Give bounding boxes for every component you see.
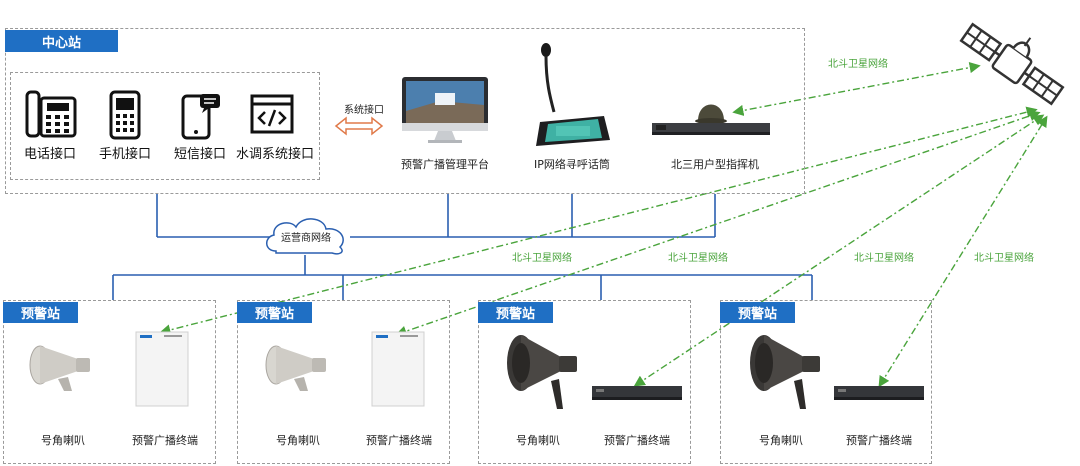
- paging-microphone-icon: [532, 42, 612, 150]
- warning-station-3: [478, 300, 691, 464]
- station-title-1: 预警站: [3, 302, 78, 323]
- double-arrow-icon: [334, 116, 384, 136]
- station-1-terminal-label: 预警广播终端: [132, 434, 198, 447]
- sms-phone-icon: [180, 92, 222, 140]
- interfaces-group: [10, 72, 320, 180]
- horn-speaker-light-icon: [264, 343, 330, 393]
- desk-phone-icon: [25, 88, 77, 138]
- station-title-2: 预警站: [237, 302, 312, 323]
- interface-label-sms: 短信接口: [173, 147, 226, 162]
- station-1-speaker-label: 号角喇叭: [41, 434, 85, 447]
- command-terminal-icon: [650, 93, 772, 138]
- warning-station-4: [720, 300, 932, 464]
- device-label-paging-mic: IP网络寻呼话筒: [534, 158, 610, 171]
- satellite-link-label-top: 北斗卫星网络: [828, 59, 888, 70]
- center-station-title: 中心站: [5, 30, 118, 52]
- station-4-terminal-label: 预警广播终端: [846, 434, 912, 447]
- satellite-link-label-2: 北斗卫星网络: [668, 253, 728, 264]
- warning-station-2: [237, 300, 450, 464]
- horn-speaker-dark-icon: [505, 333, 581, 411]
- wall-terminal-icon: [134, 330, 190, 408]
- station-3-speaker-label: 号角喇叭: [516, 434, 560, 447]
- satellite-link-label-1: 北斗卫星网络: [512, 253, 572, 264]
- code-window-icon: [250, 94, 294, 134]
- cloud-label: 运营商网络: [281, 233, 331, 244]
- station-2-speaker-label: 号角喇叭: [276, 434, 320, 447]
- satellite-link-label-3: 北斗卫星网络: [854, 253, 914, 264]
- station-title-3: 预警站: [478, 302, 553, 323]
- warning-station-1: [3, 300, 216, 464]
- horn-speaker-dark-icon: [748, 333, 824, 411]
- interface-label-phone: 电话接口: [23, 147, 76, 162]
- device-label-platform: 预警广播管理平台: [401, 158, 489, 171]
- system-link-label: 系统接口: [344, 105, 384, 116]
- station-title-4: 预警站: [720, 302, 795, 323]
- satellite-link-label-4: 北斗卫星网络: [974, 253, 1034, 264]
- wall-terminal-icon: [370, 330, 426, 408]
- rack-terminal-icon: [590, 384, 684, 402]
- rack-terminal-icon: [832, 384, 926, 402]
- station-2-terminal-label: 预警广播终端: [366, 434, 432, 447]
- interface-label-water: 水调系统接口: [235, 147, 314, 162]
- interface-label-mobile: 手机接口: [98, 147, 151, 162]
- center-station-panel: [5, 28, 805, 194]
- carrier-network-cloud: 运营商网络: [262, 215, 350, 257]
- device-label-command: 北三用户型指挥机: [671, 158, 759, 171]
- horn-speaker-light-icon: [28, 343, 94, 393]
- monitor-icon: [400, 75, 490, 145]
- station-4-speaker-label: 号角喇叭: [759, 434, 803, 447]
- satellite-icon: [952, 14, 1072, 114]
- station-3-terminal-label: 预警广播终端: [604, 434, 670, 447]
- mobile-phone-icon: [108, 90, 142, 140]
